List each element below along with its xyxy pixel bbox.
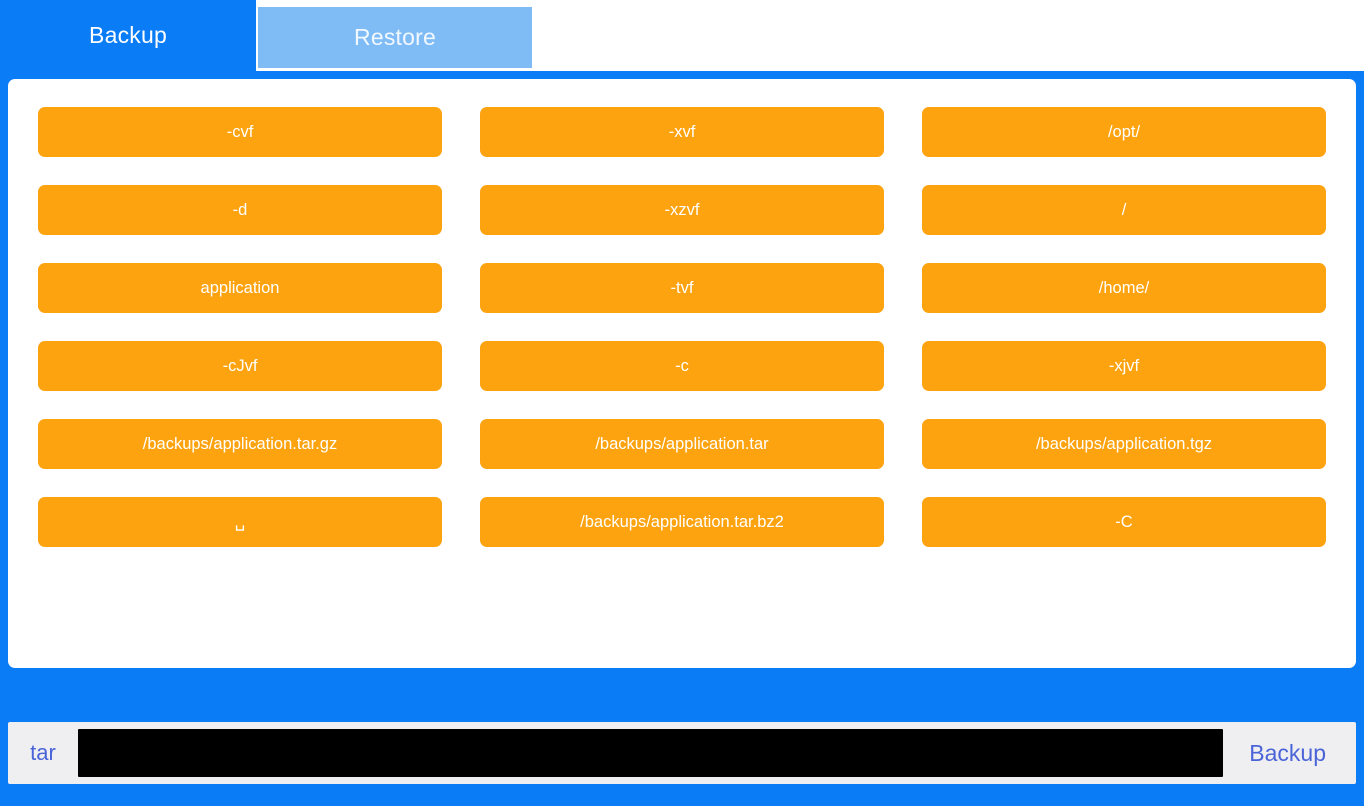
option-button[interactable]: -xvf xyxy=(480,107,884,157)
option-button[interactable]: /home/ xyxy=(922,263,1326,313)
option-button[interactable]: /backups/application.tgz xyxy=(922,419,1326,469)
tab-restore[interactable]: Restore xyxy=(258,7,532,68)
option-button[interactable]: /opt/ xyxy=(922,107,1326,157)
option-button[interactable]: -xjvf xyxy=(922,341,1326,391)
option-button[interactable]: -xzvf xyxy=(480,185,884,235)
option-button[interactable]: -c xyxy=(480,341,884,391)
panel-container: -cvf -xvf /opt/ -d -xzvf / application -… xyxy=(0,71,1364,696)
options-panel: -cvf -xvf /opt/ -d -xzvf / application -… xyxy=(8,79,1356,668)
option-button[interactable]: -cvf xyxy=(38,107,442,157)
option-button[interactable]: / xyxy=(922,185,1326,235)
option-button[interactable]: -d xyxy=(38,185,442,235)
option-button[interactable]: /backups/application.tar.gz xyxy=(38,419,442,469)
tab-bar: Backup Restore xyxy=(0,0,1364,71)
submit-backup-button[interactable]: Backup xyxy=(1223,722,1356,784)
command-input[interactable] xyxy=(78,729,1224,777)
tab-backup[interactable]: Backup xyxy=(0,0,256,71)
option-button[interactable]: application xyxy=(38,263,442,313)
option-button[interactable]: -C xyxy=(922,497,1326,547)
command-prefix-label: tar xyxy=(30,740,56,765)
option-button[interactable]: -cJvf xyxy=(38,341,442,391)
option-grid: -cvf -xvf /opt/ -d -xzvf / application -… xyxy=(38,107,1326,547)
option-button[interactable]: /backups/application.tar xyxy=(480,419,884,469)
option-button[interactable]: /backups/application.tar.bz2 xyxy=(480,497,884,547)
command-bar-container: tar Backup xyxy=(0,696,1364,806)
option-button[interactable]: -tvf xyxy=(480,263,884,313)
command-bar: tar Backup xyxy=(8,722,1356,784)
option-button-space[interactable]: ␣ xyxy=(38,497,442,547)
